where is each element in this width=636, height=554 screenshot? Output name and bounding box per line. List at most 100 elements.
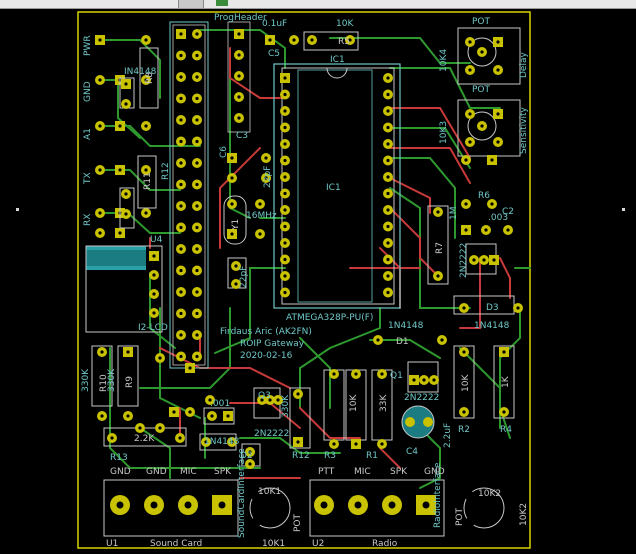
cursor-marker-right [622, 208, 625, 211]
label-u2-pin4: GND [424, 467, 445, 477]
c4-capacitor[interactable] [401, 405, 435, 439]
ic1-pin-hole [283, 109, 287, 113]
ic1-pin-hole [386, 125, 390, 130]
header-pin-hole [195, 32, 199, 36]
header-pin-hole [179, 32, 183, 36]
component-pad-hole [230, 176, 234, 180]
label-ic1-part: ATMEGA328P-PU(F) [286, 313, 373, 323]
header-pin-hole [195, 268, 199, 273]
ic1-pin-hole [283, 208, 287, 212]
lcd-header[interactable] [85, 245, 163, 333]
label-pot-right-ref: 10K2 [519, 503, 529, 526]
label-u2-name: Radio [372, 539, 398, 549]
ic1-pin-hole [386, 76, 390, 80]
toolbar-selected-tool[interactable] [178, 0, 204, 8]
component-pad-hole [260, 398, 264, 402]
label-ic1-ref: IC1 [330, 55, 345, 65]
header-pin-hole [179, 311, 183, 316]
copper-traces [97, 29, 531, 489]
label-x1: Y1 [231, 219, 241, 231]
pcb-canvas[interactable]: ProgHeader 0.1uF 10K R5 C5 IC1 IC1 POT P… [0, 8, 636, 550]
component-pad-hole [412, 378, 416, 382]
label-r3: R3 [324, 451, 336, 461]
c3-pin-hole [237, 32, 241, 36]
label-u1-pin4: SPK [214, 467, 232, 477]
header-pin-hole [179, 204, 183, 208]
label-u1-name: Sound Card [150, 539, 202, 549]
left-connector-pad-hole [144, 168, 148, 172]
component-pad-hole [436, 274, 440, 278]
label-pot-left: 10K1 [258, 487, 281, 497]
header-pin-hole [195, 139, 199, 144]
misc-pads[interactable] [97, 35, 523, 469]
label-delay: Delay [519, 52, 529, 78]
header-pin-hole [179, 333, 183, 337]
left-connector-pad-hole [144, 211, 148, 215]
label-u1-pin3: MIC [180, 467, 197, 477]
header-pin-hole [179, 182, 183, 187]
terminal-hole [354, 501, 362, 509]
component-pad-hole [376, 338, 380, 342]
left-connector-pad-hole [118, 231, 122, 235]
lcd-pin-hole [152, 292, 156, 296]
component-pad-hole [480, 50, 484, 54]
ic1-pin-hole [386, 158, 390, 163]
component-pad-hole [158, 356, 162, 360]
header-pin-hole [195, 354, 199, 359]
component-pad-hole [502, 350, 506, 354]
ic1-pin-hole [386, 290, 390, 295]
label-date: 2020-02-16 [240, 351, 293, 361]
label-u2-pin1: PTT [318, 467, 335, 477]
component-pad-hole [464, 228, 468, 232]
left-connector-pad-hole [98, 38, 102, 42]
label-r9v: 330K [107, 368, 117, 392]
header-pin-hole [195, 118, 199, 122]
header-pin-hole [195, 182, 199, 187]
label-r13: R13 [110, 453, 128, 463]
label-u1-pin2: GND [146, 467, 167, 477]
component-pad-hole [462, 306, 466, 310]
terminal-hole [218, 501, 226, 509]
left-connector-pad-hole [144, 78, 148, 82]
component-pad-hole [158, 426, 162, 430]
label-c4v: 2.2uF [443, 423, 453, 448]
component-pad-hole [422, 378, 426, 382]
bottom-connectors[interactable] [103, 479, 503, 537]
left-connector-pad-hole [98, 211, 102, 215]
label-r3v: 10K [349, 394, 359, 412]
component-pad-hole [296, 392, 300, 396]
toolbar-strip [0, 0, 636, 9]
component-pad-hole [126, 350, 130, 354]
prog-header-footprint[interactable] [169, 21, 209, 369]
header-pin-hole [179, 161, 183, 165]
component-pad-hole [484, 228, 488, 232]
component-pad-hole [292, 38, 296, 42]
ic1-footprint[interactable] [273, 63, 401, 309]
component-pad-hole [100, 414, 104, 418]
pot-pad-hole [282, 506, 286, 510]
left-connector-pad-hole [98, 231, 102, 235]
header-pin-hole [179, 118, 183, 122]
component-pad-hole [490, 202, 494, 206]
ic1-pin-hole [283, 191, 287, 196]
label-d2: D2 [240, 451, 253, 461]
component-pad-hole [348, 38, 352, 42]
label-u1-pin1: GND [110, 467, 131, 477]
label-d3: D3 [486, 303, 499, 313]
label-pot-left-pot: POT [293, 513, 303, 532]
c3-header-footprint[interactable] [227, 21, 251, 133]
label-u1-ref: U1 [106, 539, 118, 549]
label-c22: 22pF [263, 166, 273, 188]
header-pin-hole [179, 75, 183, 79]
label-r12-side: R12 [161, 162, 171, 180]
ic1-pin-hole [283, 257, 287, 262]
label-pot-right: 10K2 [478, 489, 501, 499]
component-pad-hole [268, 398, 272, 402]
header-pin-hole [195, 53, 199, 58]
label-q2: 2N2222 [459, 243, 469, 278]
component-pad-hole [492, 258, 496, 262]
header-pin-hole [179, 247, 183, 251]
label-u2-pin2: MIC [354, 467, 371, 477]
component-pad-hole [490, 158, 494, 162]
ic1-pin-hole [283, 158, 287, 163]
